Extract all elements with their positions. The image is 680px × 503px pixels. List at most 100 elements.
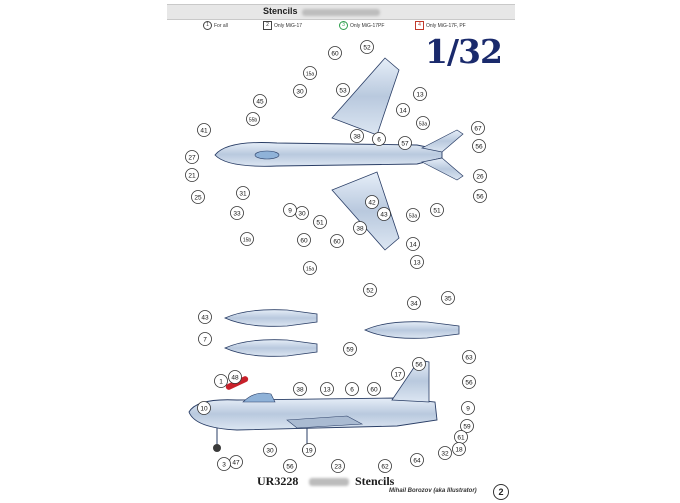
- stencil-callout: 30: [295, 206, 309, 220]
- stencil-callout: 56: [472, 139, 486, 153]
- stencil-callout: 15a: [303, 66, 317, 80]
- legend-marker: 2: [263, 21, 272, 30]
- stencil-callout: 43: [198, 310, 212, 324]
- callout-number: 53a: [419, 122, 428, 128]
- callout-number: 7: [203, 337, 207, 344]
- stencil-callout: 27: [185, 150, 199, 164]
- stencil-callout: 14: [396, 103, 410, 117]
- callout-number: 10: [200, 406, 208, 413]
- stencil-callout: 59: [343, 342, 357, 356]
- callout-number: 64: [413, 458, 421, 465]
- callout-number: 53: [339, 88, 347, 95]
- stencil-callout: 35: [441, 291, 455, 305]
- stencil-callout: 60: [330, 234, 344, 248]
- stencil-callout: 56: [412, 357, 426, 371]
- stencil-callout: 31: [236, 186, 250, 200]
- stencil-callout: 60: [367, 382, 381, 396]
- redacted-text: [302, 9, 380, 16]
- callout-number: 63: [465, 355, 473, 362]
- legend-marker: 3: [339, 21, 348, 30]
- stencil-callout: 56: [283, 459, 297, 473]
- stencil-callout: 38: [293, 382, 307, 396]
- callout-number: 32: [441, 451, 449, 458]
- callout-number: 60: [370, 387, 378, 394]
- side-view-wing: [286, 415, 364, 429]
- callout-number: 56: [475, 144, 483, 151]
- callout-number: 48: [231, 375, 239, 382]
- drop-tank-3: [364, 321, 460, 339]
- callout-number: 18: [455, 447, 463, 454]
- stencil-callout: 45: [253, 94, 267, 108]
- callout-number: 59: [463, 424, 471, 431]
- stencil-callout: 19: [302, 443, 316, 457]
- page-number: 2: [493, 484, 509, 500]
- callout-number: 60: [300, 238, 308, 245]
- stencil-callout: 38: [350, 129, 364, 143]
- stencil-callout: 52: [360, 40, 374, 54]
- callout-number: 6: [377, 137, 381, 144]
- top-view-fuselage: [214, 142, 443, 167]
- callout-number: 56: [286, 464, 294, 471]
- callout-number: 17: [394, 372, 402, 379]
- callout-number: 9: [288, 208, 292, 215]
- stencil-callout: 42: [365, 195, 379, 209]
- stencil-callout: 30: [263, 443, 277, 457]
- callout-number: 60: [333, 239, 341, 246]
- callout-number: 15b: [243, 238, 252, 244]
- callout-number: 38: [296, 387, 304, 394]
- stencil-callout: 51: [313, 215, 327, 229]
- callout-number: 41: [200, 128, 208, 135]
- stencil-callout: 21: [185, 168, 199, 182]
- callout-number: 31: [239, 191, 247, 198]
- stencil-callout: 62: [378, 459, 392, 473]
- stencil-callout: 53a: [416, 116, 430, 130]
- callout-number: 13: [413, 260, 421, 267]
- drop-tank-2: [224, 339, 318, 357]
- header-bar: Stencils: [167, 4, 515, 20]
- stencil-callout: 26: [473, 169, 487, 183]
- callout-number: 13: [416, 92, 424, 99]
- stencil-callout: 56: [473, 189, 487, 203]
- callout-number: 13: [323, 387, 331, 394]
- stencil-callout: 33: [230, 206, 244, 220]
- callout-number: 52: [363, 45, 371, 52]
- callout-number: 26: [476, 174, 484, 181]
- callout-number: 33: [233, 211, 241, 218]
- stencil-callout: 60: [297, 233, 311, 247]
- callout-number: 45: [256, 99, 264, 106]
- stencil-callout: 25: [191, 190, 205, 204]
- stencil-callout: 1: [214, 374, 228, 388]
- stencil-callout: 15b: [240, 232, 254, 246]
- scale-label: 1/32: [425, 32, 503, 71]
- stencil-callout: 23: [331, 459, 345, 473]
- stencil-callout: 10: [197, 401, 211, 415]
- callout-number: 67: [474, 126, 482, 133]
- stencil-callout: 41: [197, 123, 211, 137]
- callout-number: 19: [305, 448, 313, 455]
- stencil-callout: 52: [363, 283, 377, 297]
- callout-number: 1: [219, 379, 223, 386]
- callout-number: 23: [334, 464, 342, 471]
- stencil-callout: 14: [406, 237, 420, 251]
- callout-number: 56: [476, 194, 484, 201]
- stencil-callout: 59: [460, 419, 474, 433]
- callout-number: 15a: [306, 72, 315, 78]
- callout-number: 14: [409, 242, 417, 249]
- callout-number: 3: [222, 462, 226, 469]
- stencil-callout: 57: [398, 136, 412, 150]
- stencil-callout: 64: [410, 453, 424, 467]
- drop-tank-1: [224, 309, 318, 327]
- stencil-callout: 32: [438, 446, 452, 460]
- callout-number: 35: [444, 296, 452, 303]
- stencil-callout: 17: [391, 367, 405, 381]
- stencil-callout: 7: [198, 332, 212, 346]
- callout-number: 43: [380, 212, 388, 219]
- callout-number: 61: [457, 435, 465, 442]
- callout-number: 38: [353, 134, 361, 141]
- stencil-callout: 3: [217, 457, 231, 471]
- callout-number: 55b: [249, 118, 258, 124]
- callout-number: 14: [399, 108, 407, 115]
